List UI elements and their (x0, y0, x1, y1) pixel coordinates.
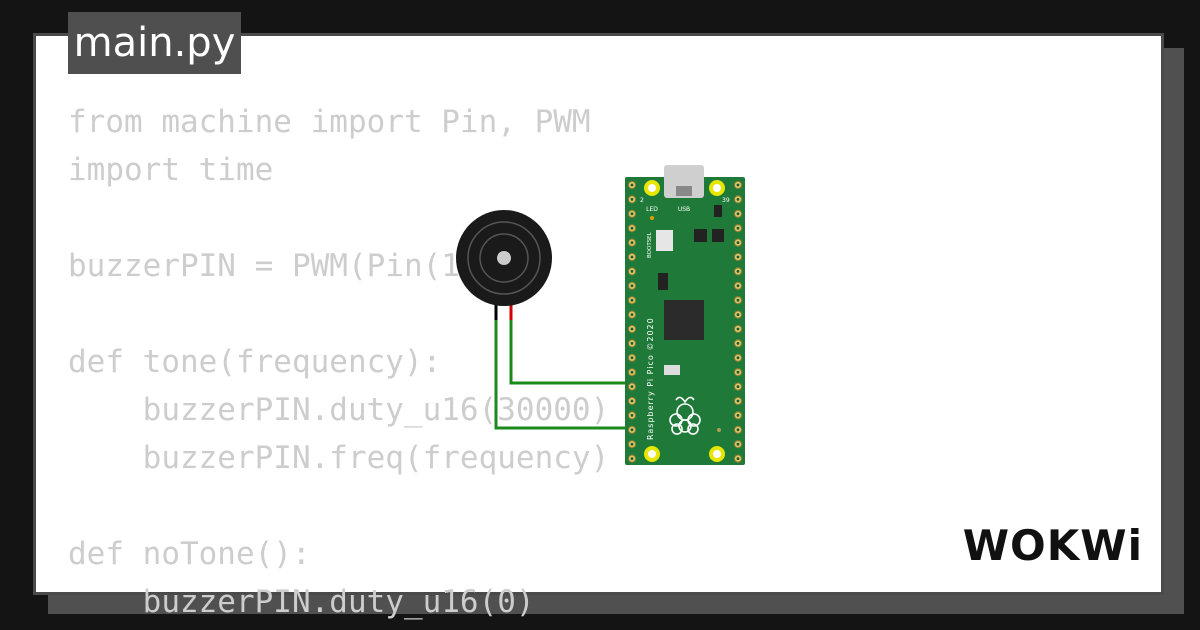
pin-hole (736, 457, 740, 460)
code-line: from machine import Pin, PWM (68, 104, 591, 140)
pin-hole (736, 442, 740, 446)
pin-hole (736, 183, 740, 187)
pin-hole (630, 284, 634, 288)
pin-hole (736, 284, 740, 288)
pin-hole (630, 370, 634, 374)
pin-hole (630, 428, 634, 432)
pin-hole (736, 399, 740, 403)
code-line: def noTone(): (68, 536, 311, 572)
pin-hole (630, 198, 634, 201)
pin-39-label: 39 (722, 197, 730, 204)
mounting-holes (644, 180, 725, 462)
code-line: def tone(frequency): (68, 344, 442, 380)
led-label: LED (646, 206, 658, 213)
pin-hole (736, 313, 740, 316)
pin-hole (736, 270, 740, 273)
test-pad (717, 428, 721, 432)
code-line: import time (68, 152, 274, 188)
wires (494, 303, 634, 430)
chip-small (712, 229, 724, 242)
wire-green-2[interactable] (494, 318, 634, 430)
pin-headers[interactable] (627, 180, 743, 463)
file-tab-main-py[interactable]: main.py (68, 12, 241, 74)
pin-hole (630, 212, 634, 216)
pin-hole (736, 298, 740, 302)
wire-green-1[interactable] (509, 318, 634, 385)
board-model-label: Raspberry Pi Pico ©2020 (646, 317, 655, 440)
pin-hole (736, 428, 740, 432)
usb-port (676, 186, 692, 196)
usb-connector (664, 165, 704, 198)
pin-hole (630, 414, 634, 417)
pin-hole (630, 313, 634, 316)
chip-small (658, 273, 668, 290)
pin-hole (630, 298, 634, 302)
bootsel-label: BOOTSEL (647, 231, 653, 258)
wokwi-logo: WOKWi (962, 521, 1143, 570)
rp2040-chip (664, 300, 704, 340)
pin-hole (736, 226, 740, 230)
component-small (664, 365, 680, 375)
pin-hole (736, 370, 740, 374)
raspberry-pi-pico[interactable]: USB LED 2 39 BOOTSEL Raspberry Pi Pico ©… (625, 165, 745, 465)
code-line: buzzerPIN.duty_u16(0) (68, 584, 535, 620)
code-line: buzzerPIN.duty_u16(30000) (68, 392, 610, 428)
usb-label: USB (678, 206, 690, 213)
pin-hole (630, 385, 634, 388)
preview-card: from machine import Pin, PWM import time… (33, 33, 1164, 620)
pin-1-label: 2 (640, 197, 644, 204)
pin-hole (630, 442, 634, 446)
pin-hole (630, 399, 634, 403)
pin-hole (736, 356, 740, 360)
pin-hole (630, 270, 634, 273)
pin-hole (630, 457, 634, 460)
pin-hole (630, 356, 634, 360)
pin-hole (736, 342, 740, 345)
raspberry-logo (669, 396, 701, 435)
pin-hole (736, 414, 740, 417)
code-line: buzzerPIN = PWM(Pin(16)) (68, 248, 516, 284)
code-line: buzzerPIN.freq(frequency) (68, 440, 610, 476)
pin-hole (736, 255, 740, 259)
pin-hole (736, 385, 740, 388)
buzzer[interactable] (456, 210, 552, 306)
chip-small (694, 229, 707, 242)
led-indicator (650, 216, 654, 220)
pin-hole (736, 241, 740, 245)
pin-hole (630, 327, 634, 331)
bootsel-button[interactable] (656, 230, 673, 251)
pin-hole (736, 198, 740, 201)
pin-hole (630, 183, 634, 187)
pin-hole (630, 255, 634, 259)
code-block: from machine import Pin, PWM import time… (68, 98, 609, 626)
pin-hole (736, 327, 740, 331)
pin-hole (630, 241, 634, 245)
pin-hole (630, 342, 634, 345)
pin-hole (736, 212, 740, 216)
pin-hole (630, 226, 634, 230)
chip-small (714, 205, 722, 217)
